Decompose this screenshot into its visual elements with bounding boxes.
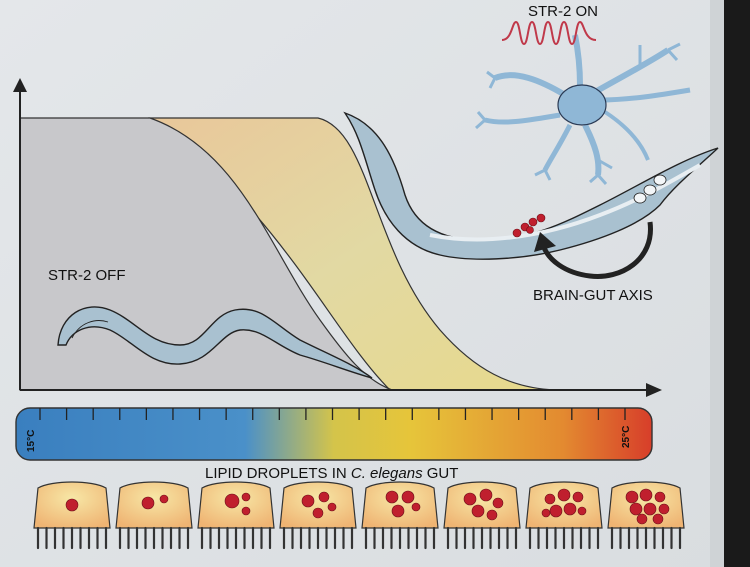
diagram-svg: STR-2 OFF STR-2 ON: [0, 0, 724, 567]
lipid-droplet: [652, 513, 664, 525]
gut-cell: [607, 481, 685, 550]
lipid-droplet: [391, 504, 405, 518]
gut-cell: [525, 481, 603, 550]
lipid-droplet: [541, 508, 551, 518]
neuron-str2-on: [475, 34, 691, 185]
gut-cell-microvilli: [364, 526, 436, 550]
temperature-bar: 15°C 25°C: [15, 407, 653, 461]
gut-cell: [33, 481, 111, 550]
lipid-droplet: [492, 497, 504, 509]
lipid-droplet: [629, 502, 643, 516]
gut-cell-body: [279, 481, 357, 529]
worm-str2-off: [57, 306, 373, 379]
gut-cell-body: [443, 481, 521, 529]
temperature-ticks: [39, 408, 626, 420]
lipid-droplet: [479, 488, 493, 502]
lipid-droplet: [563, 502, 577, 516]
lipid-droplet: [65, 498, 79, 512]
lipid-droplet: [639, 488, 653, 502]
lipid-droplet: [544, 493, 556, 505]
diagram-canvas: STR-2 OFF STR-2 ON: [0, 0, 724, 567]
gut-cell: [279, 481, 357, 550]
lipid-droplet: [625, 490, 639, 504]
gut-cell: [443, 481, 521, 550]
lipid-title: LIPID DROPLETS IN C. elegans GUT: [205, 465, 458, 482]
gut-cell: [361, 481, 439, 550]
lipid-droplet: [159, 494, 169, 504]
lipid-droplet: [572, 491, 584, 503]
gut-cell-microvilli: [118, 526, 190, 550]
lipid-title-suffix: GUT: [423, 465, 459, 482]
gut-lipid-droplets: [512, 213, 546, 238]
lipid-droplet: [241, 506, 251, 516]
gut-cells-row: [33, 481, 685, 550]
lipid-droplet: [312, 507, 324, 519]
lipid-droplet: [318, 491, 330, 503]
gut-cell-microvilli: [528, 526, 600, 550]
gut-cell-microvilli: [610, 526, 682, 550]
lipid-droplet: [327, 502, 337, 512]
paper-edge: [710, 0, 724, 567]
str2-channel: [501, 20, 597, 46]
worm-str2-on: [343, 111, 719, 260]
label-temp-low: 15°C: [26, 430, 37, 452]
label-brain-gut-axis: BRAIN-GUT AXIS: [533, 287, 653, 304]
gut-cell-microvilli: [282, 526, 354, 550]
lipid-droplet: [658, 503, 670, 515]
lipid-title-prefix: LIPID DROPLETS IN: [205, 465, 351, 482]
lipid-droplet: [301, 494, 315, 508]
lipid-droplet: [557, 488, 571, 502]
gut-cell-microvilli: [36, 526, 108, 550]
lipid-droplet: [463, 492, 477, 506]
gut-cell: [115, 481, 193, 550]
label-str2-on: STR-2 ON: [528, 3, 598, 20]
y-axis-arrow: [13, 78, 27, 92]
lipid-droplet: [224, 493, 240, 509]
gut-cell-body: [361, 481, 439, 529]
lipid-droplet: [549, 504, 563, 518]
worm-eggs: [633, 174, 667, 204]
lipid-droplet: [241, 492, 251, 502]
lipid-droplet: [141, 496, 155, 510]
lipid-droplet: [654, 491, 666, 503]
gut-cell-microvilli: [446, 526, 518, 550]
lipid-droplet: [636, 513, 648, 525]
lipid-droplet: [411, 502, 421, 512]
gut-cell: [197, 481, 275, 550]
lipid-droplet: [577, 506, 587, 516]
label-temp-high: 25°C: [621, 426, 632, 448]
lipid-droplet: [401, 490, 415, 504]
x-axis-arrow: [646, 383, 662, 397]
lipid-droplet: [486, 509, 498, 521]
label-str2-off: STR-2 OFF: [48, 267, 126, 284]
brain-gut-arrow: [540, 221, 653, 279]
brain-gut-arrowhead: [534, 232, 556, 252]
gut-cell-body: [115, 481, 193, 529]
lipid-droplet: [643, 502, 657, 516]
lipid-droplet: [471, 504, 485, 518]
lipid-droplet: [385, 490, 399, 504]
tolerance-region-tan: [148, 117, 556, 391]
gut-cell-microvilli: [200, 526, 272, 550]
lipid-title-species: C. elegans: [351, 465, 423, 482]
